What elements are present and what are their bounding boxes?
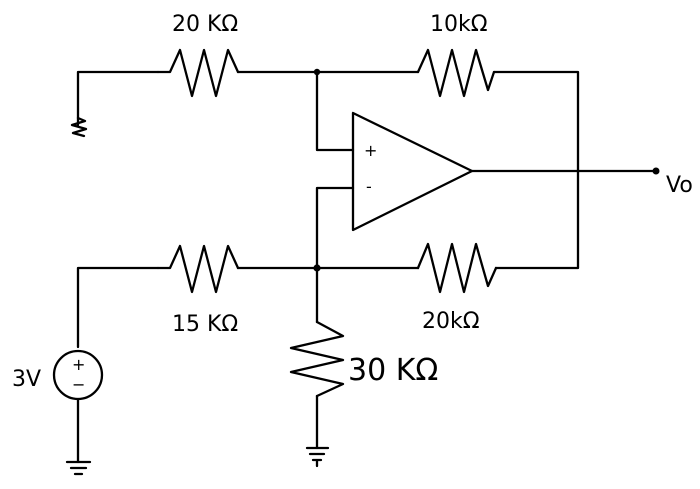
- ground-icon: [65, 460, 92, 476]
- resistor-to-ground: [289, 320, 345, 398]
- output-terminal: [652, 167, 660, 175]
- source-minus-sign: −: [72, 375, 85, 394]
- wire-bottom-left: [76, 266, 160, 349]
- op-amp-minus-sign: -: [366, 177, 372, 196]
- label-resistor-to-ground: 30 KΩ: [348, 353, 438, 388]
- resistor-top-left: [156, 48, 240, 98]
- label-voltage-source: 3V: [12, 367, 41, 392]
- wire-inverting-input: [315, 186, 355, 270]
- resistor-top-right: [416, 48, 496, 98]
- wire-top-right: [492, 70, 580, 174]
- op-amp-triangle: [351, 111, 474, 232]
- wire-top-left: [76, 70, 160, 127]
- label-resistor-top-left: 20 KΩ: [172, 12, 238, 37]
- ground-icon: [305, 446, 330, 468]
- wire-right-vertical: [494, 170, 580, 270]
- resistor-bottom-right: [416, 242, 498, 294]
- wire-noninverting-input: [315, 70, 355, 152]
- resistor-bottom-left: [156, 244, 240, 294]
- ground-icon: [70, 116, 88, 138]
- label-resistor-bottom-left: 15 KΩ: [172, 312, 238, 337]
- label-resistor-top-right: 10kΩ: [430, 12, 488, 37]
- label-resistor-bottom-right: 20kΩ: [422, 309, 480, 334]
- op-amp-plus-sign: +: [364, 141, 377, 160]
- source-plus-sign: +: [72, 355, 85, 374]
- output-label: Vo: [666, 173, 693, 198]
